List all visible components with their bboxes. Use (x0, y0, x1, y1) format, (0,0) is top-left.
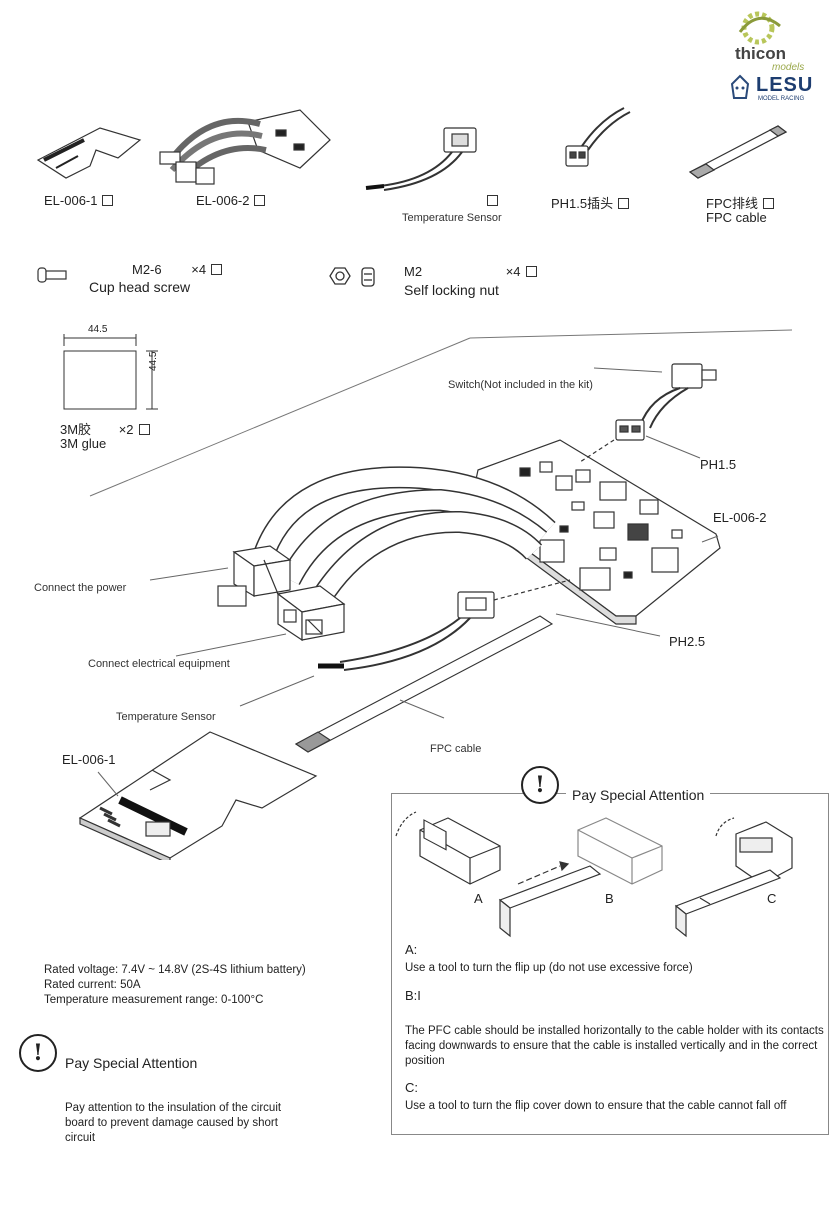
main-board-el0062 (469, 439, 721, 625)
step-b-label: B (605, 891, 614, 906)
checkbox[interactable] (211, 264, 223, 275)
step-b-text: The PFC cable should be installed horizo… (405, 1025, 824, 1067)
temperature-sensor-image (365, 127, 477, 191)
step-c-image (674, 817, 793, 938)
checkbox[interactable] (763, 198, 775, 209)
nut-code: M2 ×4 (404, 264, 537, 279)
attention-right-icon: ! (521, 766, 559, 804)
screw-code: M2-6 ×4 (132, 262, 223, 277)
fpc-steps-illustration (395, 811, 793, 938)
power-cables (251, 466, 556, 606)
label-switch: Switch(Not included in the kit) (448, 379, 593, 391)
screw-name: Cup head screw (89, 279, 191, 295)
part-sub-temp-sensor: Temperature Sensor (402, 212, 502, 224)
nut-name: Self locking nut (404, 282, 499, 298)
spec-current: Rated current: 50A (44, 979, 141, 991)
attention-right-title: Pay Special Attention (566, 787, 711, 803)
attention-left-title: Pay Special Attention (65, 1055, 198, 1071)
label-temp-sensor: Temperature Sensor (116, 711, 216, 723)
step-c-key: C: (405, 1080, 418, 1095)
label-el0061: EL-006-1 (62, 752, 116, 767)
spec-temp-range: Temperature measurement range: 0-100°C (44, 994, 264, 1006)
attention-left-text: Pay attention to the insulation of the c… (65, 1102, 282, 1144)
step-a-image (395, 811, 501, 885)
part-sub-fpc: FPC cable (706, 210, 767, 225)
step-b-image (498, 817, 663, 938)
glue-label-cn: 3M胶 ×2 (60, 419, 150, 438)
switch-image (579, 363, 717, 463)
self-locking-nut-image (329, 267, 375, 287)
fpc-cable-long (294, 615, 554, 753)
label-connect-electrical: Connect electrical equipment (88, 658, 230, 670)
step-c-text: Use a tool to turn the flip cover down t… (405, 1100, 787, 1112)
step-a-label: A (474, 891, 483, 906)
specs-block: Rated voltage: 7.4V ~ 14.8V (2S-4S lithi… (44, 963, 306, 1008)
thicon-wordmark: thicon (735, 44, 786, 63)
step-a-key: A: (405, 942, 418, 957)
lesu-wordmark: LESU (756, 74, 814, 96)
assembly-diagram (78, 329, 793, 860)
checkbox[interactable] (254, 195, 266, 206)
checkbox[interactable] (138, 424, 150, 435)
glue-pad-image (63, 334, 158, 410)
step-b-key: B:I (405, 988, 421, 1003)
step-a-text: Use a tool to turn the flip up (do not u… (405, 962, 693, 974)
part-label-fpc: FPC排线 (706, 193, 775, 212)
step-c-label: C (767, 891, 777, 906)
label-el0062: EL-006-2 (713, 510, 767, 525)
attention-left-icon: ! (19, 1034, 57, 1072)
part-label-ph15: PH1.5插头 (551, 193, 630, 212)
cup-head-screw-image (37, 267, 67, 283)
label-fpc: FPC cable (430, 743, 482, 755)
glue-label-en: 3M glue (60, 436, 107, 451)
leader-lines (97, 367, 719, 797)
ph15-plug-image (565, 107, 631, 167)
glue-width-dim: 44.5 (88, 324, 108, 335)
el-006-2-board-image (159, 109, 331, 185)
lesu-sub: MODEL RACING (758, 96, 805, 102)
part-label-el0062: EL-006-2 (196, 193, 266, 208)
checkbox[interactable] (102, 195, 114, 206)
thicon-sub: models (772, 62, 805, 73)
el-006-1-board-image (36, 127, 142, 179)
checkbox[interactable] (618, 198, 630, 209)
spec-voltage: Rated voltage: 7.4V ~ 14.8V (2S-4S lithi… (44, 964, 306, 976)
part-label-temp-sensor (482, 193, 498, 208)
checkbox[interactable] (525, 266, 537, 277)
fpc-cable-image (688, 125, 788, 179)
parts-illustrations (36, 107, 788, 287)
el-006-1-board-diagram (78, 731, 318, 860)
power-connectors (217, 545, 346, 642)
ph25-connector-image (318, 579, 571, 671)
label-ph25: PH2.5 (669, 634, 706, 649)
checkbox[interactable] (487, 195, 498, 206)
label-connect-power: Connect the power (34, 582, 127, 594)
part-label-el0061: EL-006-1 (44, 193, 114, 208)
label-ph15: PH1.5 (700, 457, 737, 472)
